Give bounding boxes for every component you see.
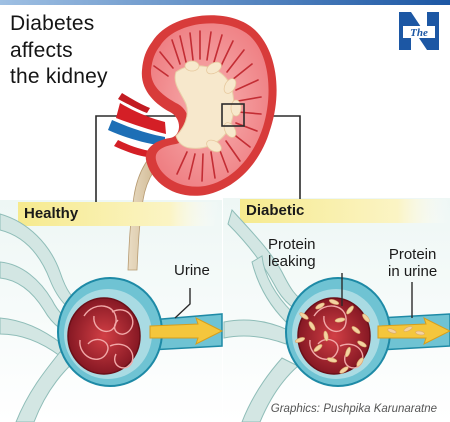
kidney	[141, 15, 277, 196]
protein-leaking-line-2: leaking	[268, 253, 316, 270]
protein-in-urine-line-2: in urine	[388, 263, 438, 280]
N-masthead-icon: The	[397, 10, 441, 52]
healthy-banner-shape	[18, 202, 220, 226]
protein-particles	[294, 299, 370, 374]
urine-label: Urine	[174, 262, 210, 279]
highlight-box	[221, 103, 245, 127]
diabetic-banner: Diabetic	[246, 202, 305, 219]
title-line-1: Diabetes	[10, 12, 95, 35]
graphics-credit: Graphics: Pushpika Karunaratne	[270, 403, 437, 415]
healthy-banner: Healthy	[24, 205, 79, 222]
protein-leaking-line-1: Protein	[268, 236, 316, 253]
diabetic-nephron	[223, 208, 450, 422]
diabetic-banner-shape	[240, 199, 450, 223]
title-line-3: the kidney	[10, 65, 108, 88]
title-line-2: affects	[10, 38, 73, 62]
top-bar	[0, 0, 450, 5]
logo-text: The	[410, 27, 428, 39]
protein-in-urine-label: Protein in urine	[388, 246, 437, 280]
healthy-nephron	[0, 213, 224, 422]
renal-pyramids	[153, 30, 262, 182]
protein-in-urine-line-1: Protein	[388, 246, 437, 263]
renal-pelvis	[174, 65, 235, 149]
renal-vessels	[108, 93, 166, 158]
protein-leaking-label: Protein leaking	[268, 236, 316, 270]
page-title: Diabetes affects the kidney	[10, 11, 150, 91]
